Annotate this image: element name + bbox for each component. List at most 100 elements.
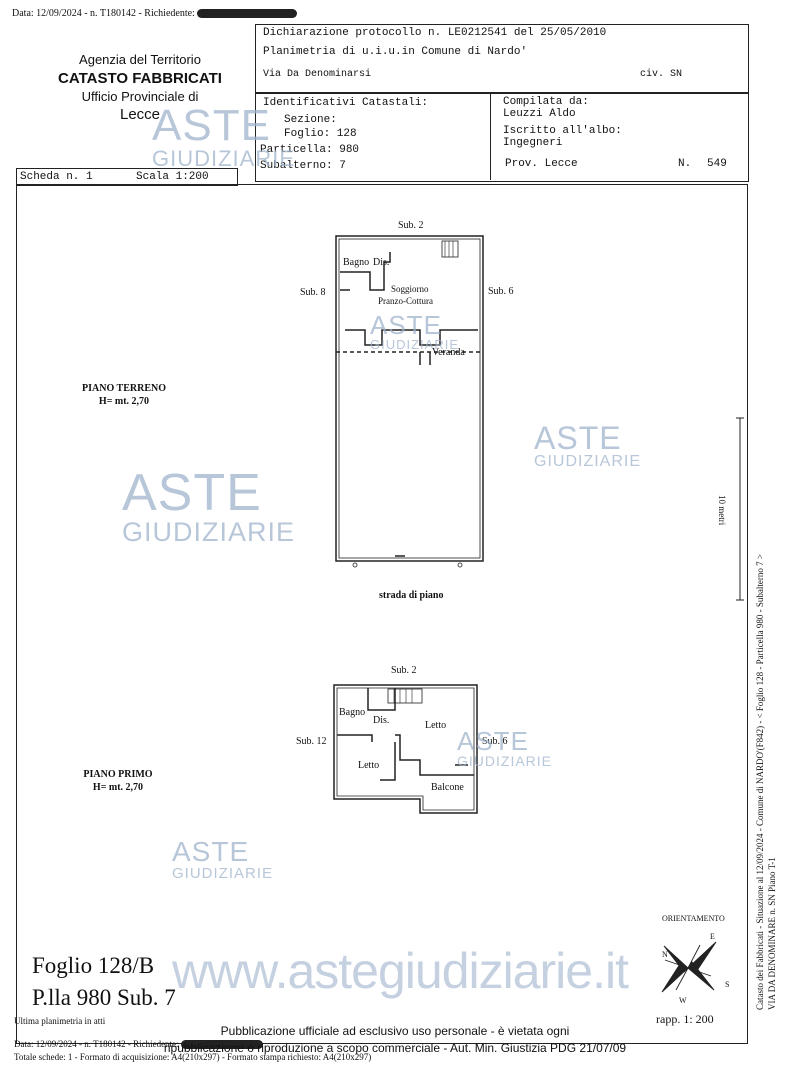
- sezione-text: Sezione:: [284, 114, 337, 126]
- pt-sub-right: Sub. 6: [488, 286, 514, 297]
- watermark-1-giudiziarie: GIUDIZIARIE: [152, 146, 296, 171]
- piano-terreno-plan: [335, 235, 484, 568]
- watermark-2: ASTE GIUDIZIARIE: [370, 312, 459, 351]
- watermark-2-giudiziarie: GIUDIZIARIE: [370, 337, 460, 352]
- footer-date: Data: 12/09/2024 - n. T180142 - Richiede…: [14, 1039, 179, 1049]
- civ-text: civ. SN: [640, 69, 683, 80]
- scale-bar: [736, 417, 744, 601]
- pp-balcone-label: Balcone: [431, 782, 464, 793]
- via-text: Via Da Denominarsi: [263, 69, 372, 80]
- watermark-6-giudiziarie: GIUDIZIARIE: [172, 865, 274, 882]
- compass-e: E: [710, 932, 715, 941]
- pp-wall-1: [337, 734, 373, 742]
- pp-bagno-label: Bagno: [339, 707, 366, 718]
- watermark-6: ASTE GIUDIZIARIE: [172, 836, 274, 882]
- pp-height: H= mt. 2,70: [92, 782, 144, 793]
- pt-stairs: [441, 240, 459, 258]
- watermark-4-aste: ASTE: [122, 464, 262, 522]
- agency-catasto: CATASTO FABBRICATI: [58, 70, 222, 87]
- pp-dis-label: Dis.: [373, 715, 390, 726]
- pt-dis-label: Dis.: [373, 257, 390, 268]
- watermark-1: ASTE GIUDIZIARIE: [152, 104, 295, 170]
- pp-wall-2: [367, 688, 396, 711]
- agency-city: Lecce: [119, 106, 161, 123]
- compass-w: W: [679, 996, 687, 1005]
- pp-sub-right: Sub. 6: [482, 736, 508, 747]
- pt-pranzo-label: Pranzo-Cottura: [378, 296, 433, 306]
- agency-ufficio: Ufficio Provinciale di: [81, 89, 199, 104]
- pt-sub-left: Sub. 8: [300, 287, 326, 298]
- agency-name: Agenzia del Territorio: [79, 52, 201, 67]
- footer-redacted: [180, 1040, 263, 1050]
- particella-text: Particella: 980: [260, 144, 360, 156]
- rapp-label: rapp. 1: 200: [656, 1012, 714, 1026]
- identificativi-box: [255, 92, 749, 182]
- iscritto-text: Iscritto all'albo:: [503, 125, 622, 137]
- pt-bagno-wall: [340, 252, 391, 291]
- compass-n: N: [662, 950, 668, 959]
- pp-letto2-label: Letto: [358, 760, 380, 771]
- watermark-1-aste: ASTE: [152, 101, 271, 150]
- pt-title: PIANO TERRENO: [82, 383, 166, 394]
- pt-soggiorno-wall: [345, 329, 478, 346]
- scheda-box: [16, 168, 238, 186]
- prov-text: Prov. Lecce: [505, 158, 578, 170]
- compilata-name: Leuzzi Aldo: [503, 108, 576, 120]
- header-divider: [490, 92, 491, 180]
- pp-wall-4: [380, 742, 396, 781]
- n-value: 549: [707, 158, 727, 170]
- agency-block: Agenzia del Territorio CATASTO FABBRICAT…: [40, 52, 240, 123]
- pp-sub-left: Sub. 12: [296, 736, 327, 747]
- compass-rose: [661, 941, 717, 993]
- dichiarazione-text: Dichiarazione protocollo n. LE0212541 de…: [263, 27, 607, 39]
- watermark-3-aste: ASTE: [534, 420, 622, 456]
- pt-veranda-label: Veranda: [432, 347, 465, 358]
- pubblicazione-line1: Pubblicazione ufficiale ad esclusivo uso…: [220, 1024, 570, 1038]
- plla-big: P.lla 980 Sub. 7: [32, 985, 176, 1010]
- redacted-name: [197, 9, 298, 19]
- pp-title: PIANO PRIMO: [83, 769, 153, 780]
- orientamento-title: ORIENTAMENTO: [662, 914, 725, 923]
- pubblicazione-line2: ripubblicazione o riproduzione a scopo c…: [163, 1041, 627, 1055]
- side-text-2: VIA DA DENOMINARE n. SN Piano T-1: [767, 857, 777, 1010]
- side-text-1: Catasto dei Fabbricati - Situazione al 1…: [755, 554, 765, 1010]
- piano-primo-plan: [333, 684, 478, 814]
- identificativi-title: Identificativi Catastali:: [263, 97, 429, 109]
- pt-sub-top: Sub. 2: [398, 220, 424, 231]
- header-box: [255, 24, 749, 94]
- subalterno-text: Subalterno: 7: [260, 160, 346, 172]
- watermark-4-giudiziarie: GIUDIZIARIE: [122, 517, 296, 547]
- watermark-3-giudiziarie: GIUDIZIARIE: [534, 453, 642, 470]
- watermark-5: ASTE GIUDIZIARIE: [457, 728, 552, 768]
- compilata-title: Compilata da:: [503, 96, 589, 108]
- scheda-text: Scheda n. 1: [20, 171, 93, 183]
- strada-label: strada di piano: [379, 590, 444, 601]
- watermark-2-aste: ASTE: [370, 310, 442, 340]
- pp-outline: [333, 684, 478, 814]
- foglio-big: Foglio 128/B: [32, 953, 155, 978]
- scala-text: Scala 1:200: [136, 171, 209, 183]
- planimetria-text: Planimetria di u.i.u.in Comune di Nardo': [263, 46, 528, 58]
- albo-text: Ingegneri: [503, 137, 563, 149]
- pp-sub-top: Sub. 2: [391, 665, 417, 676]
- watermark-site: www.astegiudiziarie.it: [172, 943, 629, 999]
- ultima-text: Ultima planimetria in atti: [14, 1016, 106, 1026]
- watermark-5-aste: ASTE: [457, 726, 529, 756]
- top-date-line: Data: 12/09/2024 - n. T180142 - Richiede…: [12, 8, 298, 19]
- watermark-4: ASTE GIUDIZIARIE: [122, 467, 295, 546]
- watermark-5-giudiziarie: GIUDIZIARIE: [457, 753, 553, 769]
- foglio-text: Foglio: 128: [284, 128, 357, 140]
- footer-line1: Data: 12/09/2024 - n. T180142 - Richiede…: [14, 1039, 263, 1050]
- top-date-label: Data: 12/09/2024 - n. T180142 - Richiede…: [12, 8, 195, 19]
- scale-mark-label: 10 metri: [717, 495, 727, 526]
- pt-bagno-label: Bagno: [343, 257, 370, 268]
- watermark-6-aste: ASTE: [172, 836, 250, 867]
- pt-height: H= mt. 2,70: [98, 396, 150, 407]
- n-label: N.: [678, 158, 692, 170]
- compass-s: S: [725, 980, 730, 989]
- pt-soggiorno-label: Soggiorno: [391, 284, 429, 294]
- pt-outline: [335, 235, 484, 562]
- pp-wall-3: [395, 734, 474, 776]
- footer-line2: Totale schede: 1 - Formato di acquisizio…: [14, 1052, 372, 1062]
